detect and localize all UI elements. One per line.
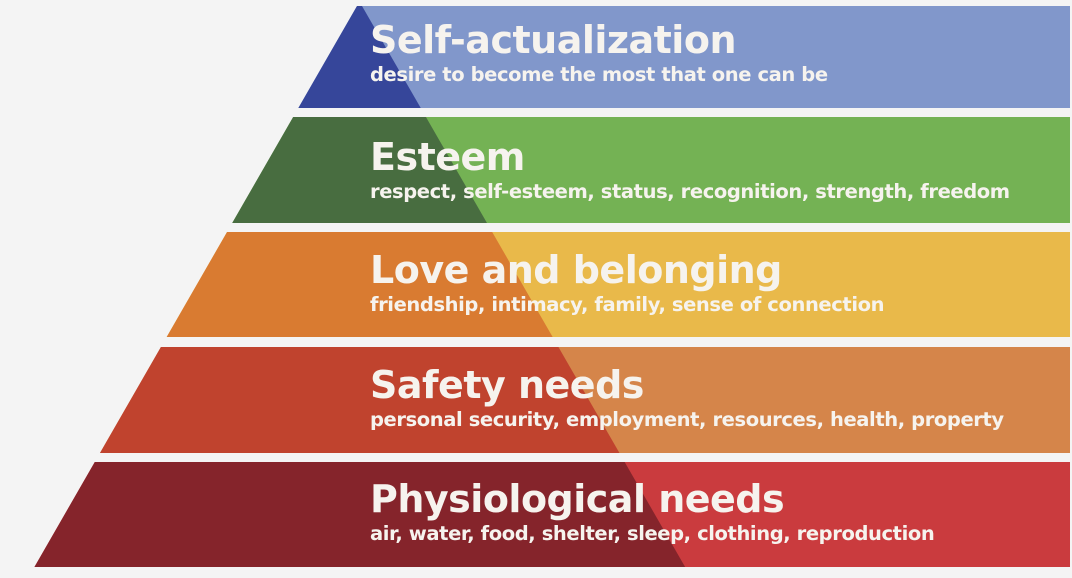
level-physiological-needs: Physiological needs air, water, food, sh…	[370, 477, 935, 547]
level-description: air, water, food, shelter, sleep, clothi…	[370, 522, 935, 545]
level-description: personal security, employment, resources…	[370, 408, 1004, 431]
level-description: desire to become the most that one can b…	[370, 63, 828, 86]
level-title: Physiological needs	[370, 477, 785, 521]
level-title: Safety needs	[370, 363, 644, 407]
band-self-actualization	[298, 6, 1071, 108]
band-shadow-physiological-needs	[34, 462, 686, 567]
level-esteem: Esteem respect, self-esteem, status, rec…	[370, 135, 1010, 205]
band-shadow-love-and-belonging	[166, 232, 553, 337]
level-description: respect, self-esteem, status, recognitio…	[370, 180, 1010, 203]
level-title: Esteem	[370, 135, 525, 179]
band-shadow-safety-needs	[99, 347, 620, 453]
level-self-actualization: Self-actualization desire to become the …	[370, 18, 828, 88]
level-title: Self-actualization	[370, 18, 736, 62]
band-shadow-self-actualization	[298, 6, 421, 108]
band-shadow-esteem	[232, 117, 487, 223]
level-safety-needs: Safety needs personal security, employme…	[370, 363, 1004, 433]
level-description: friendship, intimacy, family, sense of c…	[370, 293, 885, 316]
level-love-and-belonging: Love and belonging friendship, intimacy,…	[370, 248, 885, 318]
level-title: Love and belonging	[370, 248, 782, 292]
